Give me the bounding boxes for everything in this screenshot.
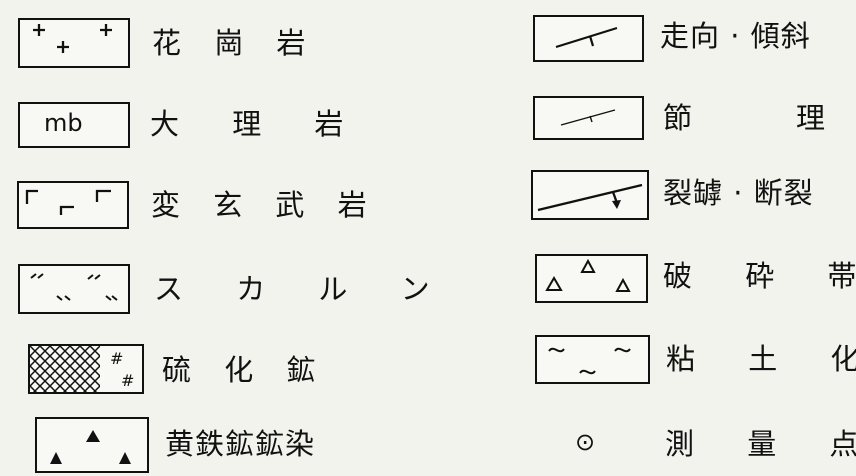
granite-symbol-box <box>18 18 130 68</box>
joint-icon <box>560 109 616 126</box>
marble-label: 大 理 岩 <box>150 107 366 141</box>
fracture-zone-symbol-box <box>535 254 648 303</box>
plus-pattern-icon <box>33 24 112 53</box>
strike-dip-symbol-box <box>533 15 644 62</box>
clay-alteration-label: 粘 土 化 <box>666 342 856 376</box>
pyrite-symbol-box <box>35 417 149 473</box>
sulfide-box-hash-bottom: # <box>121 371 134 390</box>
metabasalt-label: 変 玄 武 岩 <box>151 188 379 222</box>
crosshatch-pattern-icon: # # <box>30 346 134 392</box>
tick-pattern-icon <box>30 273 118 301</box>
metabasalt-symbol-box <box>17 181 129 229</box>
wave-pattern-icon <box>548 347 631 375</box>
marble-symbol-text: mb <box>44 109 83 137</box>
strike-dip-icon <box>555 26 618 49</box>
clay-alteration-symbol-box <box>535 335 650 384</box>
survey-point-icon: ⊙ <box>575 428 596 456</box>
sulfide-symbol-box: # # <box>28 344 144 394</box>
triangle-outline-icon <box>545 258 631 292</box>
fracture-zone-label: 破 砕 帯 <box>663 259 856 293</box>
marble-symbol-box: mb <box>18 102 130 148</box>
granite-label: 花 崗 岩 <box>152 26 318 60</box>
survey-point-label: 測 量 点 <box>665 427 856 461</box>
fissure-fault-icon <box>537 183 643 212</box>
skarn-symbol-box <box>18 264 130 314</box>
strike-dip-label: 走向 · 傾斜 <box>660 19 811 53</box>
pyrite-label: 黄鉄鉱鉱染 <box>165 427 316 461</box>
sulfide-box-hash-top: # <box>110 349 123 368</box>
skarn-label: ス カ ル ン <box>154 272 452 306</box>
corner-pattern-icon <box>25 189 111 215</box>
fissure-fault-label: 裂罅 · 断裂 <box>663 176 814 210</box>
sulfide-label: 硫 化 鉱 <box>162 353 328 387</box>
fissure-fault-symbol-box <box>531 170 649 220</box>
joint-label: 節 理 <box>663 101 825 135</box>
triangle-pattern-icon <box>50 430 131 464</box>
joint-symbol-box <box>533 96 644 140</box>
